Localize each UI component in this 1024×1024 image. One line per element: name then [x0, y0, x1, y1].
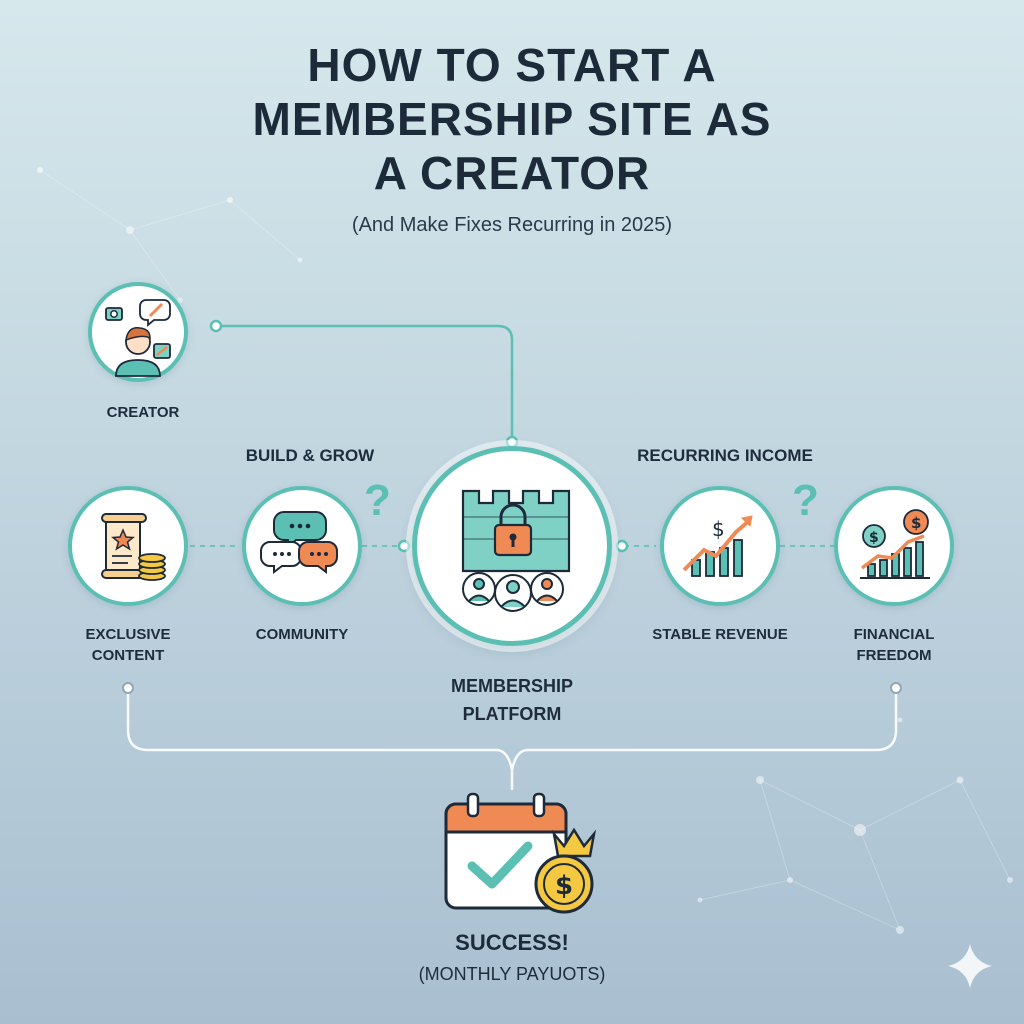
exclusive-content-node — [68, 486, 188, 606]
creator-person-icon — [105, 299, 171, 377]
castle-lock-members-icon — [461, 489, 571, 612]
stable-revenue-label: STABLE REVENUE — [652, 626, 788, 643]
creator-node — [88, 282, 188, 382]
svg-text:$: $ — [869, 530, 879, 546]
membership-platform-node — [412, 446, 612, 646]
scroll-coins-icon — [100, 513, 166, 581]
recurring-income-label: RECURRING INCOME — [637, 446, 813, 465]
community-label: COMMUNITY — [255, 626, 349, 643]
success-subtitle: (MONTHLY PAYUOTS) — [418, 964, 606, 984]
financial-freedom-node: $ $ — [834, 486, 954, 606]
question-mark-left: ? — [364, 476, 391, 525]
coins-growth-chart-icon: $ $ — [860, 509, 930, 579]
membership-platform-label: MEMBERSHIP PLATFORM — [450, 676, 573, 724]
coin-dollar-symbol: $ — [555, 871, 573, 901]
svg-text:$: $ — [712, 517, 725, 541]
rising-chart-dollar-icon: $ — [682, 515, 753, 577]
success-title: SUCCESS! — [455, 930, 569, 955]
question-mark-right: ? — [792, 476, 819, 525]
creator-label: CREATOR — [106, 404, 180, 421]
chat-bubbles-icon — [260, 511, 338, 574]
financial-freedom-label: FINANCIAL FREEDOM — [853, 626, 935, 664]
stable-revenue-node: $ — [660, 486, 780, 606]
page-title: HOW TO START A MEMBERSHIP SITE AS A CREA… — [252, 39, 772, 199]
page-subtitle: (And Make Fixes Recurring in 2025) — [351, 214, 673, 236]
svg-text:$: $ — [911, 514, 921, 532]
exclusive-content-label: EXCLUSIVE CONTENT — [85, 626, 171, 664]
community-node — [242, 486, 362, 606]
build-grow-label: BUILD & GROW — [245, 446, 375, 465]
calendar-check-coin-crown-icon: $ — [444, 792, 597, 914]
